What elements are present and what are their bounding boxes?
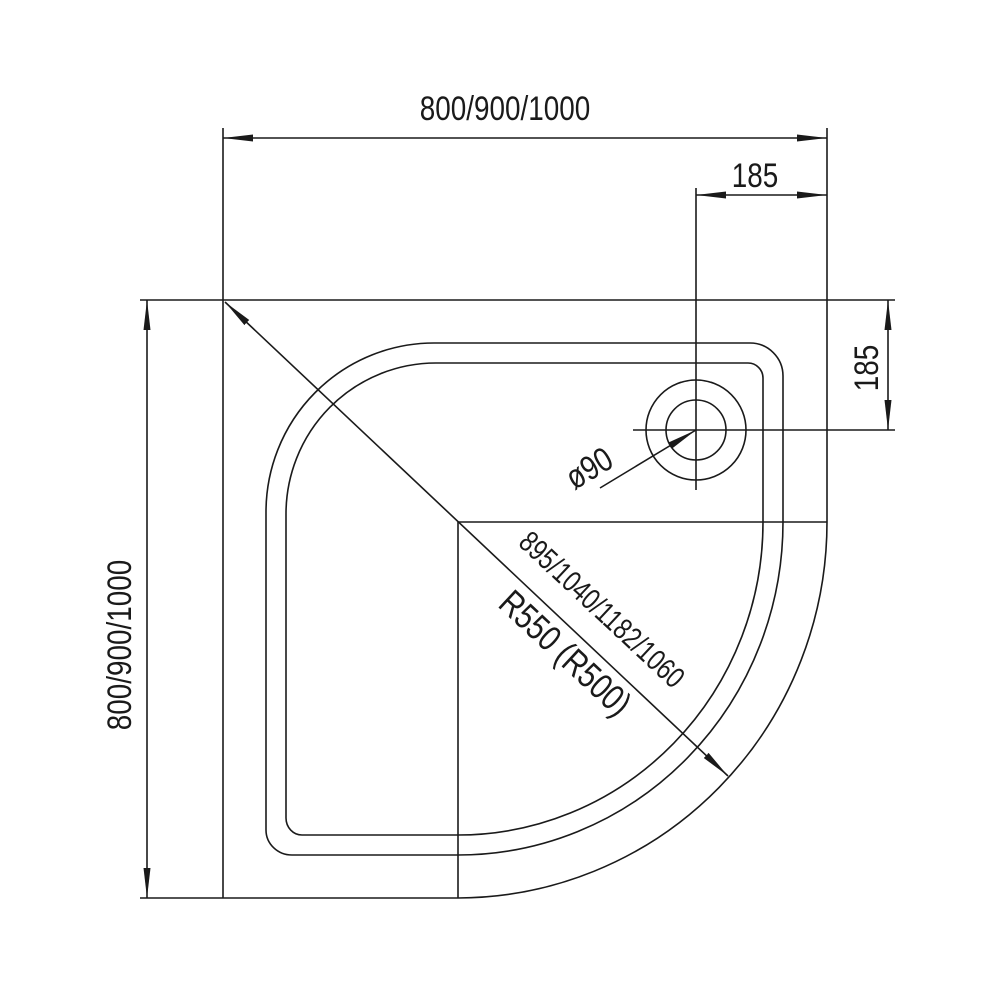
- extension-lines: [140, 128, 895, 899]
- drain-offset-y-label: 185: [847, 345, 885, 392]
- dimension-lines: [143, 134, 892, 898]
- drain-offset-x-label: 185: [732, 156, 779, 194]
- drain-diameter-label: ø90: [559, 439, 620, 497]
- width-dimension-label: 800/900/1000: [420, 89, 590, 127]
- drain: [599, 379, 747, 489]
- height-dimension-label: 800/900/1000: [100, 560, 138, 730]
